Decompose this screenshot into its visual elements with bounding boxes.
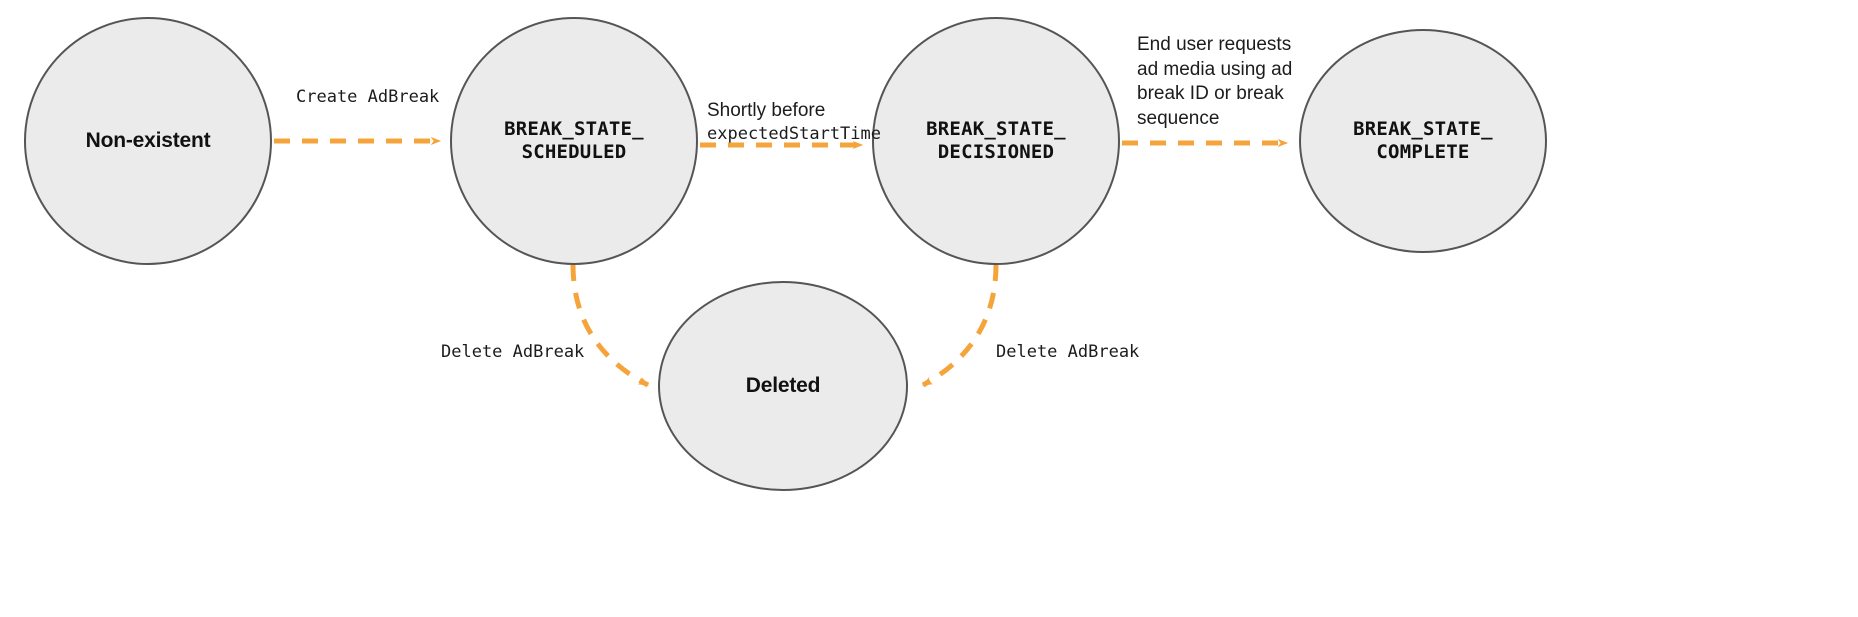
state-node-label: BREAK_STATE_ DECISIONED [926,117,1066,163]
state-node-break-state-decisioned[interactable]: BREAK_STATE_ DECISIONED [872,17,1120,265]
state-node-deleted[interactable]: Deleted [658,281,908,491]
state-node-break-state-complete[interactable]: BREAK_STATE_ COMPLETE [1299,29,1547,253]
state-node-label: BREAK_STATE_ SCHEDULED [504,117,644,163]
state-node-label: BREAK_STATE_ COMPLETE [1353,117,1493,163]
state-node-label: Non-existent [85,129,211,153]
state-node-non-existent[interactable]: Non-existent [24,17,272,265]
edge-delete-adbreak-from-scheduled [570,264,650,388]
state-node-break-state-scheduled[interactable]: BREAK_STATE_ SCHEDULED [450,17,698,265]
edge-delete-adbreak-from-decisioned [921,264,999,388]
state-node-label: Deleted [745,374,821,398]
